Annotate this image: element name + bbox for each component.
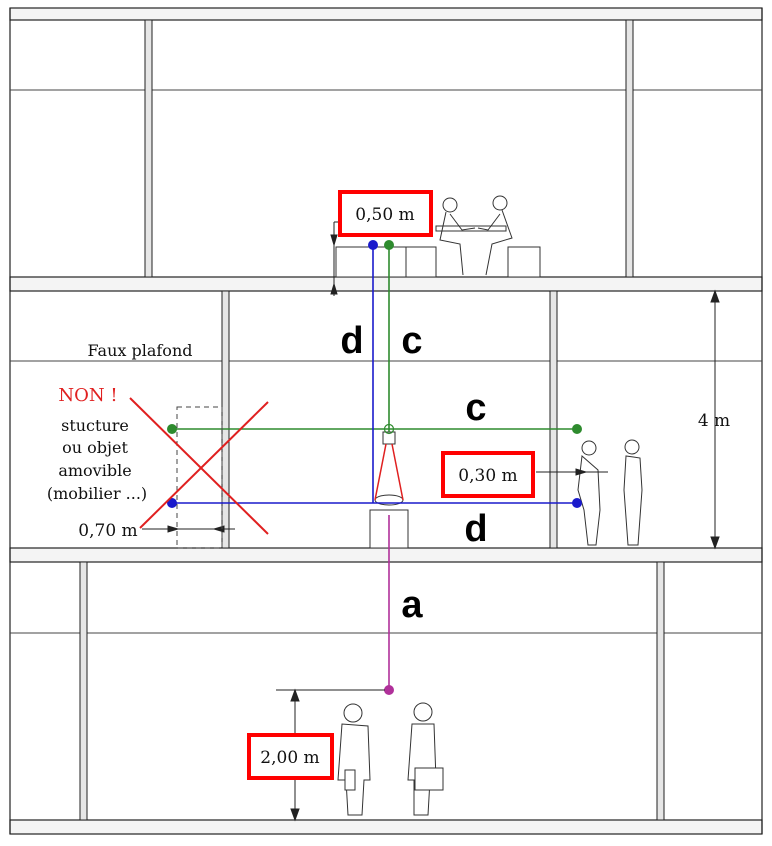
column-bottom-left [79,561,88,821]
blue-dots [167,240,582,508]
structure-line-1: stucture [61,416,129,435]
column-bottom-right [656,561,665,821]
height-label: 4 m [698,411,730,431]
highlight-box-mid [441,451,535,498]
dim-bottom-label: 2,00 m [260,748,319,768]
structure-line-3: amovible [58,461,131,480]
letter-d-mid: d [464,508,487,550]
columns [79,19,665,821]
roof-slab [9,7,763,21]
upper-slab [9,276,763,292]
non-label: NON ! [58,385,117,406]
removable-object-outline [176,406,223,549]
green-dots [167,240,582,434]
blue-line-d [172,245,577,504]
ground-slab [9,819,763,835]
dim-left-label: 0,70 m [78,521,137,541]
column-mid-left [221,290,230,549]
outer-borders [9,8,763,834]
detection-cone [374,443,404,501]
letter-c-mid: c [465,387,486,429]
structure-line-2: ou objet [62,438,128,457]
faux-plafond-label: Faux plafond [88,341,193,360]
dim-top-label: 0,50 m [355,205,414,225]
lower-people [337,702,444,816]
structure-line-4: (mobilier ...) [47,484,147,503]
column-top-right [625,19,634,278]
letter-c-top: c [401,320,422,362]
highlight-box-top [338,190,433,237]
upper-people-table [335,195,541,278]
column-mid-right [549,290,558,549]
line-letters: d c c d a [340,320,487,626]
briefcase-icon [414,767,444,791]
dim-mid-label: 0,30 m [458,466,517,486]
highlight-box-bottom [247,733,334,780]
highlight-boxes [247,190,535,780]
letter-a: a [401,584,423,626]
green-center-dot [383,423,395,435]
magenta-dot [384,685,394,695]
text-labels: 0,50 m 0,30 m 2,00 m 0,70 m 4 m Faux pla… [47,205,730,768]
middle-slab [9,547,763,563]
bag-icon [344,769,356,791]
ceiling-lines [10,89,762,634]
cross-out-icon [129,397,269,535]
letter-d-top: d [340,320,363,362]
column-top-left [144,19,153,278]
middle-people [577,439,643,546]
